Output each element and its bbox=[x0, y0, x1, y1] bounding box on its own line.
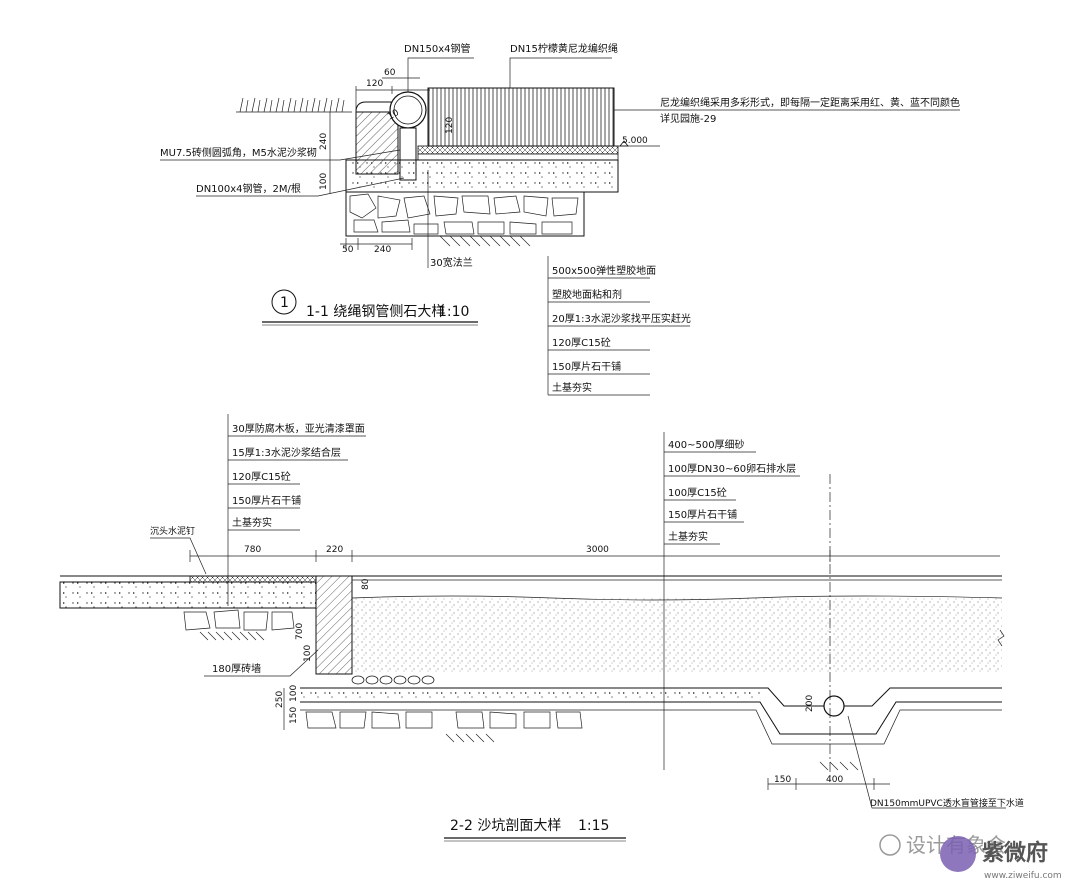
dim-150-lower: 150 bbox=[289, 707, 299, 724]
brick-wall bbox=[315, 575, 353, 675]
label-curb: MU7.5砖侧圆弧角，M5水泥沙浆砌 bbox=[160, 146, 317, 159]
dim-220: 220 bbox=[326, 545, 343, 555]
concrete-layer bbox=[345, 159, 619, 193]
dim-240-bottom: 240 bbox=[374, 245, 391, 255]
right-layer-2: 100厚DN30~60卵石排水层 bbox=[668, 462, 796, 475]
left-layer-2: 15厚1:3水泥沙浆结合层 bbox=[232, 446, 341, 459]
section-1-title-text: 1-1 绕绳钢管侧石大样 bbox=[306, 304, 445, 320]
dim-250: 250 bbox=[275, 691, 285, 708]
section-1-number: 1 bbox=[280, 295, 289, 311]
layer-1-6: 土基夯实 bbox=[552, 381, 592, 394]
dim-700: 700 bbox=[295, 623, 305, 640]
left-layer-5: 土基夯实 bbox=[232, 516, 272, 529]
rubble-stone bbox=[345, 191, 585, 247]
note-line-2: 详见园施-29 bbox=[660, 112, 716, 125]
bottom-rubble bbox=[305, 711, 583, 743]
section-1-title: 1 1-1 绕绳钢管侧石大样 1:10 bbox=[262, 289, 478, 326]
left-concrete bbox=[59, 581, 317, 609]
label-post: DN100x4钢管，2M/根 bbox=[196, 182, 301, 195]
dim-100-wall: 100 bbox=[303, 645, 313, 662]
layer-1-5: 150厚片石干铺 bbox=[552, 360, 621, 373]
rubber-surface bbox=[417, 145, 619, 155]
pebble-layer bbox=[351, 675, 435, 685]
elevation-label: 5.000 bbox=[622, 136, 648, 146]
layer-1-2: 塑胶地面粘和剂 bbox=[552, 288, 622, 301]
dim-200: 200 bbox=[805, 695, 815, 712]
section-1-detail: 5.000 120 60 240 100 120 10 50 240 bbox=[160, 42, 960, 396]
layer-1-4: 120厚C15砼 bbox=[552, 336, 611, 349]
section-1-scale: 1:10 bbox=[438, 304, 469, 320]
left-layer-1: 30厚防腐木板，亚光清漆罩面 bbox=[232, 422, 365, 435]
dim-60: 60 bbox=[384, 68, 396, 78]
dim-50: 50 bbox=[342, 245, 354, 255]
grass-ground bbox=[236, 97, 352, 113]
section-2-detail: 30厚防腐木板，亚光清漆罩面 15厚1:3水泥沙浆结合层 120厚C15砼 15… bbox=[59, 414, 1024, 842]
elevation-mark: 5.000 bbox=[614, 136, 660, 147]
right-layer-3: 100厚C15砼 bbox=[668, 486, 727, 499]
label-rope: DN15柠檬黄尼龙编织绳 bbox=[510, 42, 618, 55]
left-layer-3: 120厚C15砼 bbox=[232, 470, 291, 483]
drain-pipe bbox=[823, 695, 845, 717]
dim-150-bottom: 150 bbox=[774, 775, 791, 785]
section-2-right-layer-list: 400~500厚细砂 100厚DN30~60卵石排水层 100厚C15砼 150… bbox=[663, 432, 800, 770]
left-rubble bbox=[183, 609, 295, 641]
layer-1-3: 20厚1:3水泥沙浆找平压实赶光 bbox=[552, 312, 691, 325]
dim-100-lower: 100 bbox=[289, 685, 299, 702]
dim-780: 780 bbox=[244, 545, 261, 555]
section-2-top-dims: 780 220 3000 bbox=[189, 545, 1000, 562]
label-nail: 沉头水泥钉 bbox=[150, 525, 195, 537]
section-2-scale: 1:15 bbox=[578, 818, 609, 834]
section-2-title: 2-2 沙坑剖面大样 1:15 bbox=[444, 818, 626, 842]
right-layer-1: 400~500厚细砂 bbox=[668, 438, 745, 451]
layer-1-1: 500x500弹性塑胶地面 bbox=[552, 264, 656, 277]
label-steel-pipe: DN150x4钢管 bbox=[404, 42, 471, 55]
dim-120: 120 bbox=[366, 79, 383, 89]
section-2-title-text: 2-2 沙坑剖面大样 bbox=[450, 818, 561, 834]
section-2-left-layer-list: 30厚防腐木板，亚光清漆罩面 15厚1:3水泥沙浆结合层 120厚C15砼 15… bbox=[227, 414, 366, 606]
mortar-layer bbox=[417, 153, 619, 161]
sand-fill bbox=[352, 598, 1002, 672]
dim-80: 80 bbox=[361, 578, 371, 590]
label-brick-wall: 180厚砖墙 bbox=[212, 662, 261, 675]
label-flange: 30宽法兰 bbox=[430, 256, 473, 269]
label-drain-pipe: DN150mmUPVC透水盲管接至下水道 bbox=[870, 797, 1024, 809]
dim-100-vertical: 100 bbox=[319, 173, 329, 190]
dim-400: 400 bbox=[826, 775, 843, 785]
brand-logo-icon bbox=[940, 836, 976, 872]
dim-120-vertical: 120 bbox=[445, 117, 455, 134]
watermark: 设计有象会 紫微府 www.ziweifu.com bbox=[879, 833, 1062, 881]
wood-deck bbox=[189, 575, 317, 583]
wechat-icon bbox=[879, 834, 901, 856]
watermark-brand: 紫微府 bbox=[982, 840, 1048, 866]
left-layer-4: 150厚片石干铺 bbox=[232, 494, 301, 507]
callout-leaders-1 bbox=[160, 57, 960, 395]
dim-3000: 3000 bbox=[586, 545, 609, 555]
rope-band bbox=[427, 87, 615, 147]
right-layer-4: 150厚片石干铺 bbox=[668, 508, 737, 521]
right-layer-5: 土基夯实 bbox=[668, 530, 708, 543]
note-line-1: 尼龙编织绳采用多彩形式，即每隔一定距离采用红、黄、蓝不同颜色 bbox=[660, 96, 960, 109]
section-1-layer-list: 500x500弹性塑胶地面 塑胶地面粘和剂 20厚1:3水泥沙浆找平压实赶光 1… bbox=[548, 264, 691, 396]
watermark-url: www.ziweifu.com bbox=[984, 871, 1062, 881]
dim-240-vertical: 240 bbox=[319, 133, 329, 150]
